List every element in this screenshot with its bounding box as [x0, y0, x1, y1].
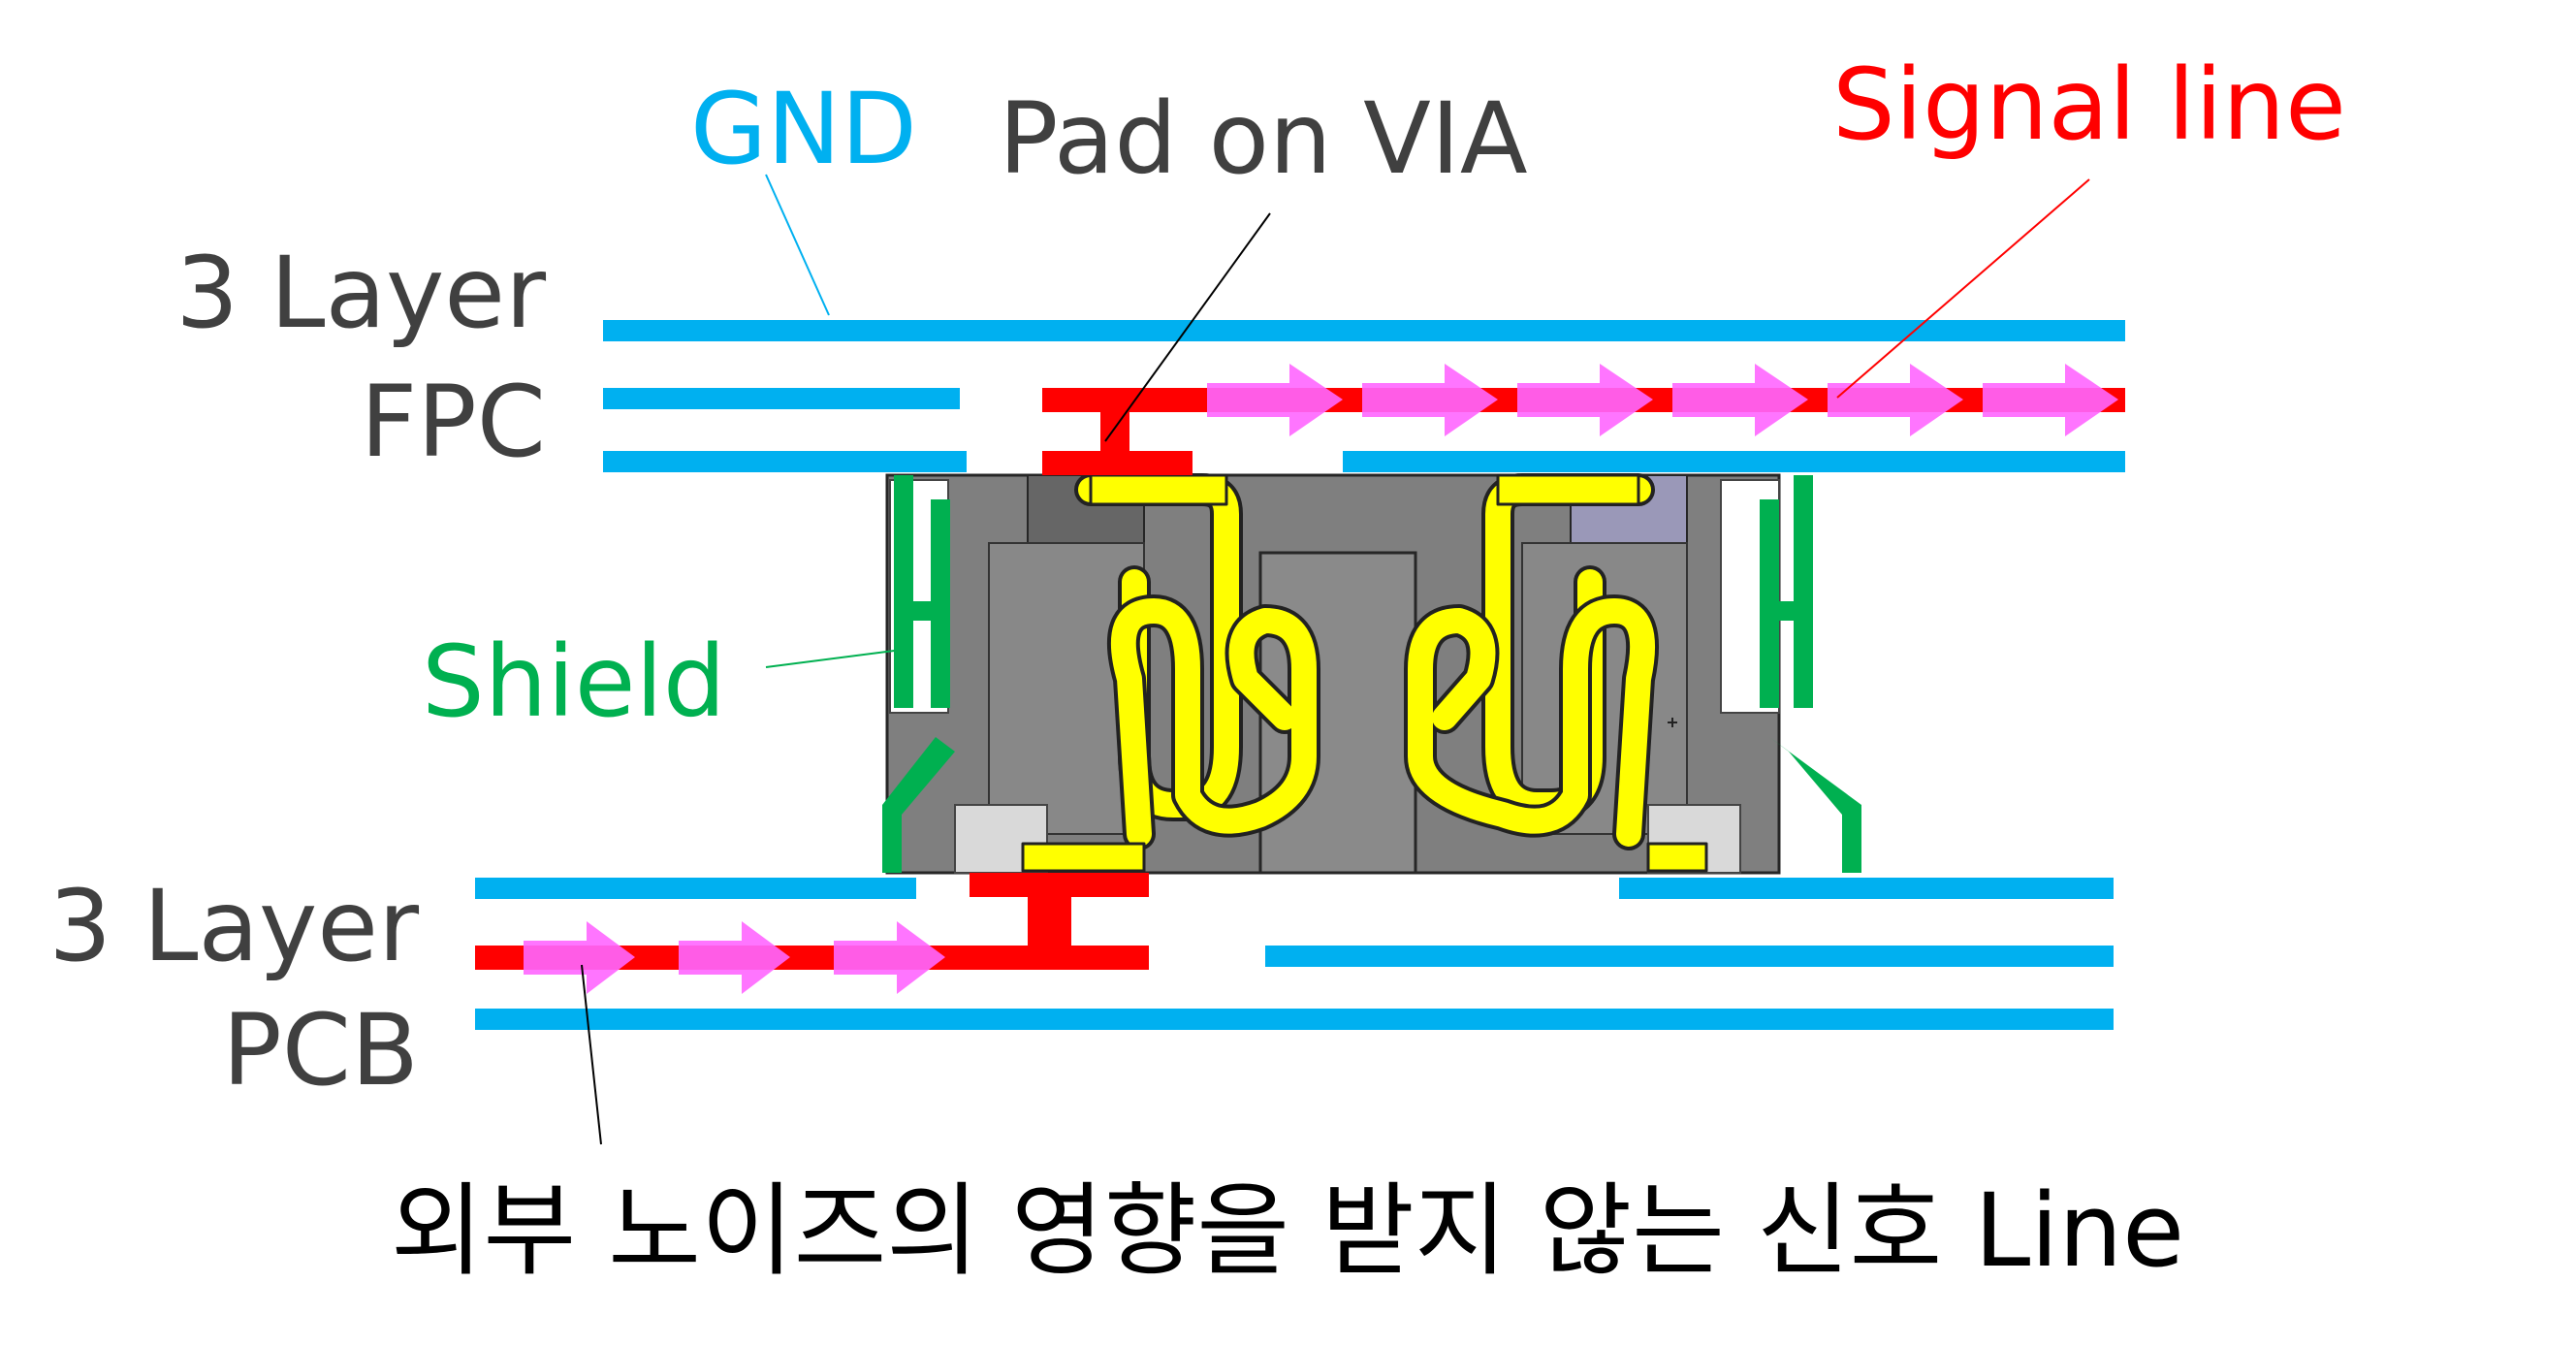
- pcb-via: [1028, 873, 1071, 960]
- fpc-arrow: [1983, 364, 2118, 436]
- fpc-gnd-top: [603, 320, 2125, 341]
- pcb-arrow: [679, 921, 790, 994]
- pcb-arrow: [834, 921, 945, 994]
- caption-leader: [581, 964, 602, 1145]
- pcb-gnd-mid-right: [1265, 946, 2114, 967]
- shield-label: Shield: [422, 625, 726, 740]
- fpc-label-line1: 3 Layer: [175, 236, 546, 351]
- signal-line-label: Signal line: [1832, 48, 2346, 163]
- left-contact: [1021, 473, 1320, 873]
- right-shield: [1760, 475, 1861, 873]
- pcb-gnd-top-right: [1619, 878, 2114, 899]
- pcb-gnd-bottom: [475, 1009, 2114, 1030]
- fpc-arrow: [1207, 364, 1343, 436]
- signal-leader: [1836, 178, 2090, 399]
- fpc-gnd-mid-left: [603, 388, 960, 409]
- signal-flow-arrows: [524, 364, 2118, 994]
- fpc-arrow: [1828, 364, 1963, 436]
- fpc-arrow: [1672, 364, 1808, 436]
- pad-leader: [1104, 212, 1271, 442]
- fpc-arrow: [1362, 364, 1498, 436]
- pcb-gnd-top-left: [475, 878, 916, 899]
- fpc-arrow: [1517, 364, 1653, 436]
- fpc-pad: [1042, 451, 1193, 475]
- fpc-gnd-bottom-left: [603, 451, 967, 472]
- leader-lines: [581, 174, 2090, 1145]
- caption: 외부 노이즈의 영향을 받지 않는 신호 Line: [391, 1171, 2184, 1290]
- pad-on-via-label: Pad on VIA: [999, 81, 1528, 197]
- pcb-label-line1: 3 Layer: [48, 869, 419, 984]
- text-labels: GND Pad on VIA Signal line 3 Layer FPC S…: [48, 48, 2346, 1290]
- shield-leader: [765, 649, 903, 668]
- right-contact: [1404, 473, 1708, 873]
- fpc-via: [1100, 388, 1129, 456]
- gnd-label: GND: [690, 72, 917, 187]
- pcb-arrow: [524, 921, 635, 994]
- pcb-label-line2: PCB: [222, 993, 419, 1108]
- fpc-label-line2: FPC: [361, 365, 546, 480]
- fpc-gnd-bottom-right: [1343, 451, 2125, 472]
- gnd-leader: [765, 174, 830, 316]
